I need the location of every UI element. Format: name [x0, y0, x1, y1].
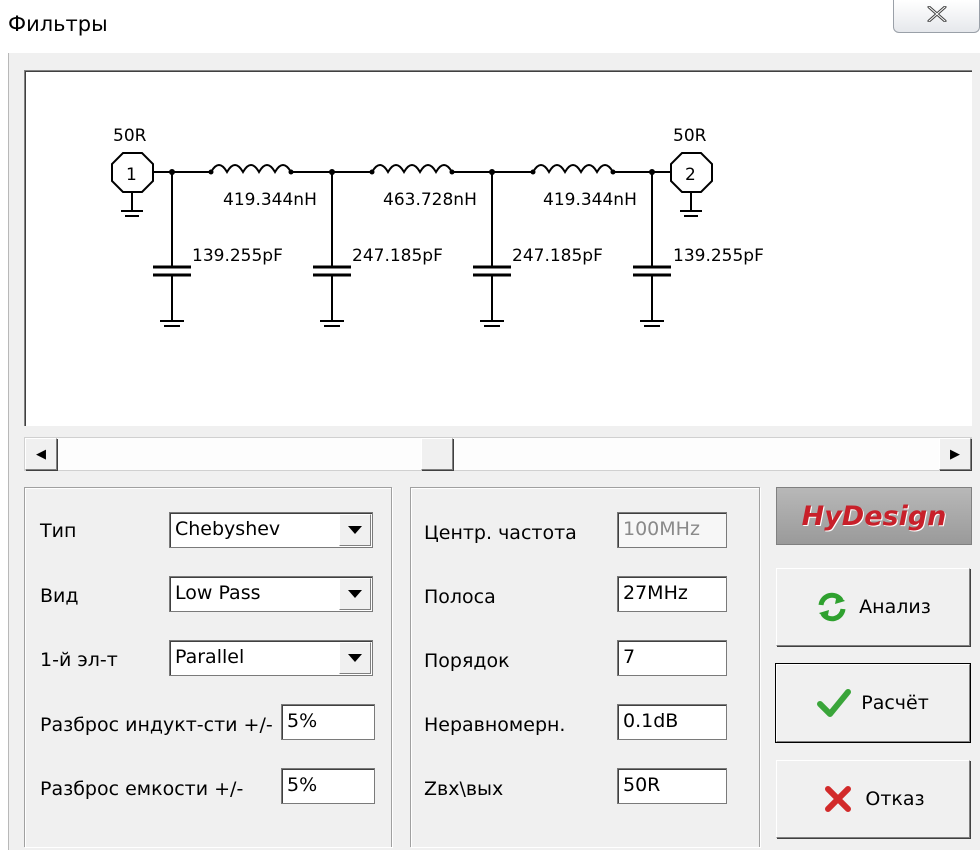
- calculate-button[interactable]: Расчёт: [775, 663, 971, 743]
- type-combo[interactable]: Chebyshev: [169, 512, 373, 548]
- impedance-input[interactable]: 50R: [617, 768, 727, 804]
- order-input[interactable]: 7: [617, 640, 727, 676]
- refresh-icon: [815, 590, 849, 624]
- schematic-scrollbar[interactable]: ◀ ▶: [24, 437, 972, 471]
- cancel-button[interactable]: Отказ: [776, 760, 970, 838]
- impedance-label: Zвх\вых: [424, 778, 504, 800]
- first-element-dropdown-button[interactable]: [339, 642, 371, 674]
- kind-label: Вид: [40, 585, 79, 607]
- port-2-number: 2: [685, 165, 696, 185]
- capacitance-tolerance-label: Разброс емкости +/-: [40, 778, 244, 800]
- kind-dropdown-button[interactable]: [339, 578, 371, 610]
- analyze-button-label: Анализ: [859, 596, 931, 618]
- type-label: Тип: [40, 520, 77, 542]
- first-element-label: 1-й эл-т: [40, 649, 118, 671]
- arrow-left-icon: ◀: [36, 446, 46, 462]
- inductor-1: 419.344nH: [208, 164, 317, 210]
- capacitance-tolerance-input[interactable]: 5%: [281, 768, 375, 804]
- schematic-panel: 1 50R 2 50R 419.344nH 463.728nH: [24, 70, 972, 426]
- capacitor-3: 247.185pF: [473, 169, 603, 327]
- scroll-thumb[interactable]: [421, 438, 453, 470]
- bandwidth-label: Полоса: [424, 586, 496, 608]
- inductor-3-value: 419.344nH: [543, 190, 637, 210]
- capacitor-3-value: 247.185pF: [512, 246, 603, 266]
- arrow-right-icon: ▶: [950, 446, 960, 462]
- type-combo-value: Chebyshev: [175, 518, 281, 540]
- inductor-1-value: 419.344nH: [223, 190, 317, 210]
- inductance-tolerance-label: Разброс индукт-сти +/-: [40, 714, 273, 736]
- checkmark-icon: [817, 686, 852, 720]
- capacitor-2: 247.185pF: [313, 169, 443, 327]
- order-label: Порядок: [424, 650, 510, 672]
- capacitor-2-value: 247.185pF: [352, 246, 443, 266]
- calculate-button-label: Расчёт: [861, 692, 929, 714]
- kind-combo[interactable]: Low Pass: [169, 576, 373, 612]
- cross-icon: [821, 782, 855, 816]
- filter-schematic: 1 50R 2 50R 419.344nH 463.728nH: [111, 126, 764, 327]
- first-element-combo[interactable]: Parallel: [169, 640, 373, 676]
- capacitor-4: 139.255pF: [633, 169, 764, 327]
- center-frequency-input[interactable]: 100MHz: [617, 512, 727, 548]
- inductance-tolerance-input[interactable]: 5%: [281, 704, 375, 740]
- hydesign-logo: HyDesign: [776, 487, 972, 545]
- port-2-impedance: 50R: [673, 126, 707, 146]
- capacitor-1-value: 139.255pF: [192, 246, 283, 266]
- capacitor-4-value: 139.255pF: [673, 246, 764, 266]
- window-title: Фильтры: [8, 12, 108, 36]
- capacitor-1: 139.255pF: [153, 169, 283, 327]
- analyze-button[interactable]: Анализ: [776, 568, 970, 646]
- center-frequency-label: Центр. частота: [424, 522, 577, 544]
- scroll-right-button[interactable]: ▶: [939, 438, 971, 470]
- inductor-2-value: 463.728nH: [383, 190, 477, 210]
- title-bar: Фильтры: [0, 0, 980, 52]
- chevron-down-icon: [348, 590, 362, 598]
- port-1: 1 50R: [111, 126, 154, 217]
- port-1-impedance: 50R: [113, 126, 147, 146]
- type-dropdown-button[interactable]: [339, 514, 371, 546]
- chevron-down-icon: [348, 526, 362, 534]
- close-button[interactable]: [893, 0, 980, 33]
- cancel-button-label: Отказ: [865, 788, 925, 810]
- ripple-label: Неравномерн.: [424, 714, 566, 736]
- inductor-3: 419.344nH: [530, 164, 637, 210]
- chevron-down-icon: [348, 654, 362, 662]
- scroll-left-button[interactable]: ◀: [25, 438, 57, 470]
- ripple-input[interactable]: 0.1dB: [617, 704, 727, 740]
- port-1-number: 1: [126, 165, 137, 185]
- close-icon: [926, 5, 948, 26]
- port-2: 2 50R: [670, 126, 713, 217]
- inductor-2: 463.728nH: [369, 164, 477, 210]
- filter-type-group: [24, 487, 392, 847]
- first-element-combo-value: Parallel: [175, 646, 245, 668]
- filter-params-group: [410, 487, 760, 847]
- bandwidth-input[interactable]: 27MHz: [617, 576, 727, 612]
- kind-combo-value: Low Pass: [175, 582, 261, 604]
